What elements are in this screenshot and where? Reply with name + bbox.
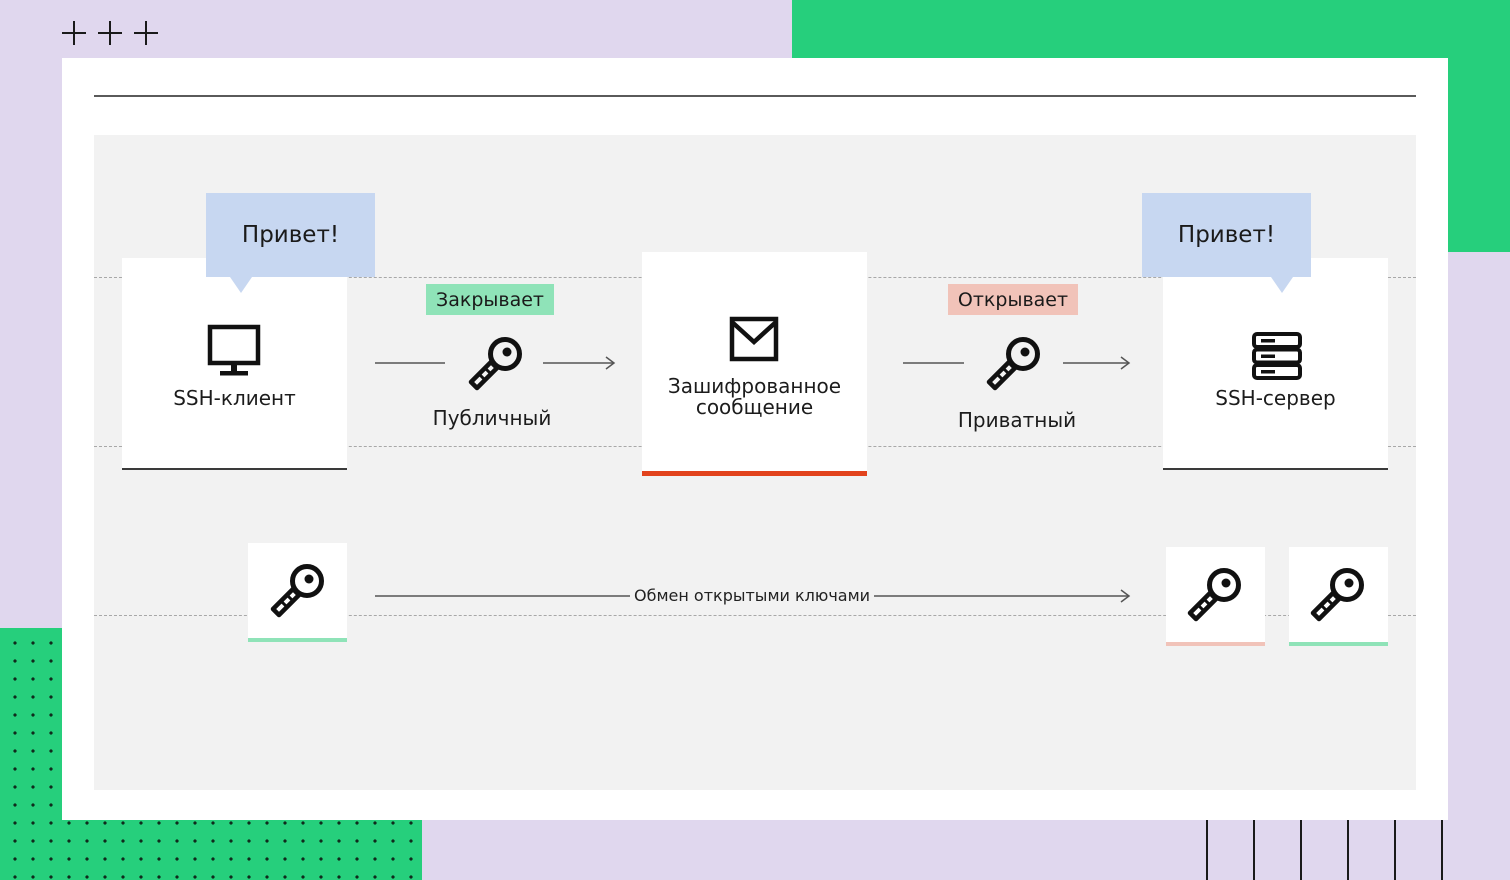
- private-key-icon: [986, 337, 1040, 391]
- ssh-server-label: SSH-сервер: [1215, 386, 1336, 410]
- monitor-icon: [207, 324, 261, 376]
- plus-marks-decor: [62, 21, 158, 45]
- encrypted-message-label-line2: сообщение: [695, 395, 814, 419]
- encrypted-message-node: Зашифрованное сообщение: [642, 252, 867, 476]
- ssh-server-node: SSH-сервер: [1163, 258, 1388, 470]
- server-public-key-tile: [1289, 547, 1388, 646]
- key-icon: [1310, 568, 1364, 622]
- encrypted-message-label-line1: Зашифрованное: [667, 374, 842, 398]
- ssh-client-label: SSH-клиент: [173, 386, 296, 410]
- envelope-icon: [729, 316, 779, 362]
- public-key-icon: [468, 337, 522, 391]
- header-rule: [94, 95, 1416, 97]
- guide-line-bottom: [94, 615, 1416, 616]
- client-bubble-tail: [230, 277, 252, 293]
- public-key-label: Публичный: [432, 406, 552, 430]
- opens-badge: Открывает: [948, 284, 1078, 315]
- server-private-key-tile: [1166, 547, 1265, 646]
- client-public-key-tile: [248, 543, 347, 642]
- client-greeting-bubble: Привет!: [206, 193, 375, 277]
- key-icon: [1187, 568, 1241, 622]
- server-greeting-bubble: Привет!: [1142, 193, 1311, 277]
- private-key-label: Приватный: [957, 408, 1077, 432]
- encrypt-arrow: [375, 356, 616, 370]
- key-icon: [270, 564, 324, 618]
- ssh-client-node: SSH-клиент: [122, 258, 347, 470]
- server-bubble-tail: [1271, 277, 1293, 293]
- encrypted-message-label: Зашифрованное сообщение: [642, 376, 867, 418]
- closes-badge: Закрывает: [426, 284, 554, 315]
- decrypt-arrow: [903, 356, 1131, 370]
- server-icon: [1252, 332, 1302, 380]
- vertical-lines-decor: [1206, 820, 1443, 880]
- key-exchange-label: Обмен открытыми ключами: [630, 586, 875, 605]
